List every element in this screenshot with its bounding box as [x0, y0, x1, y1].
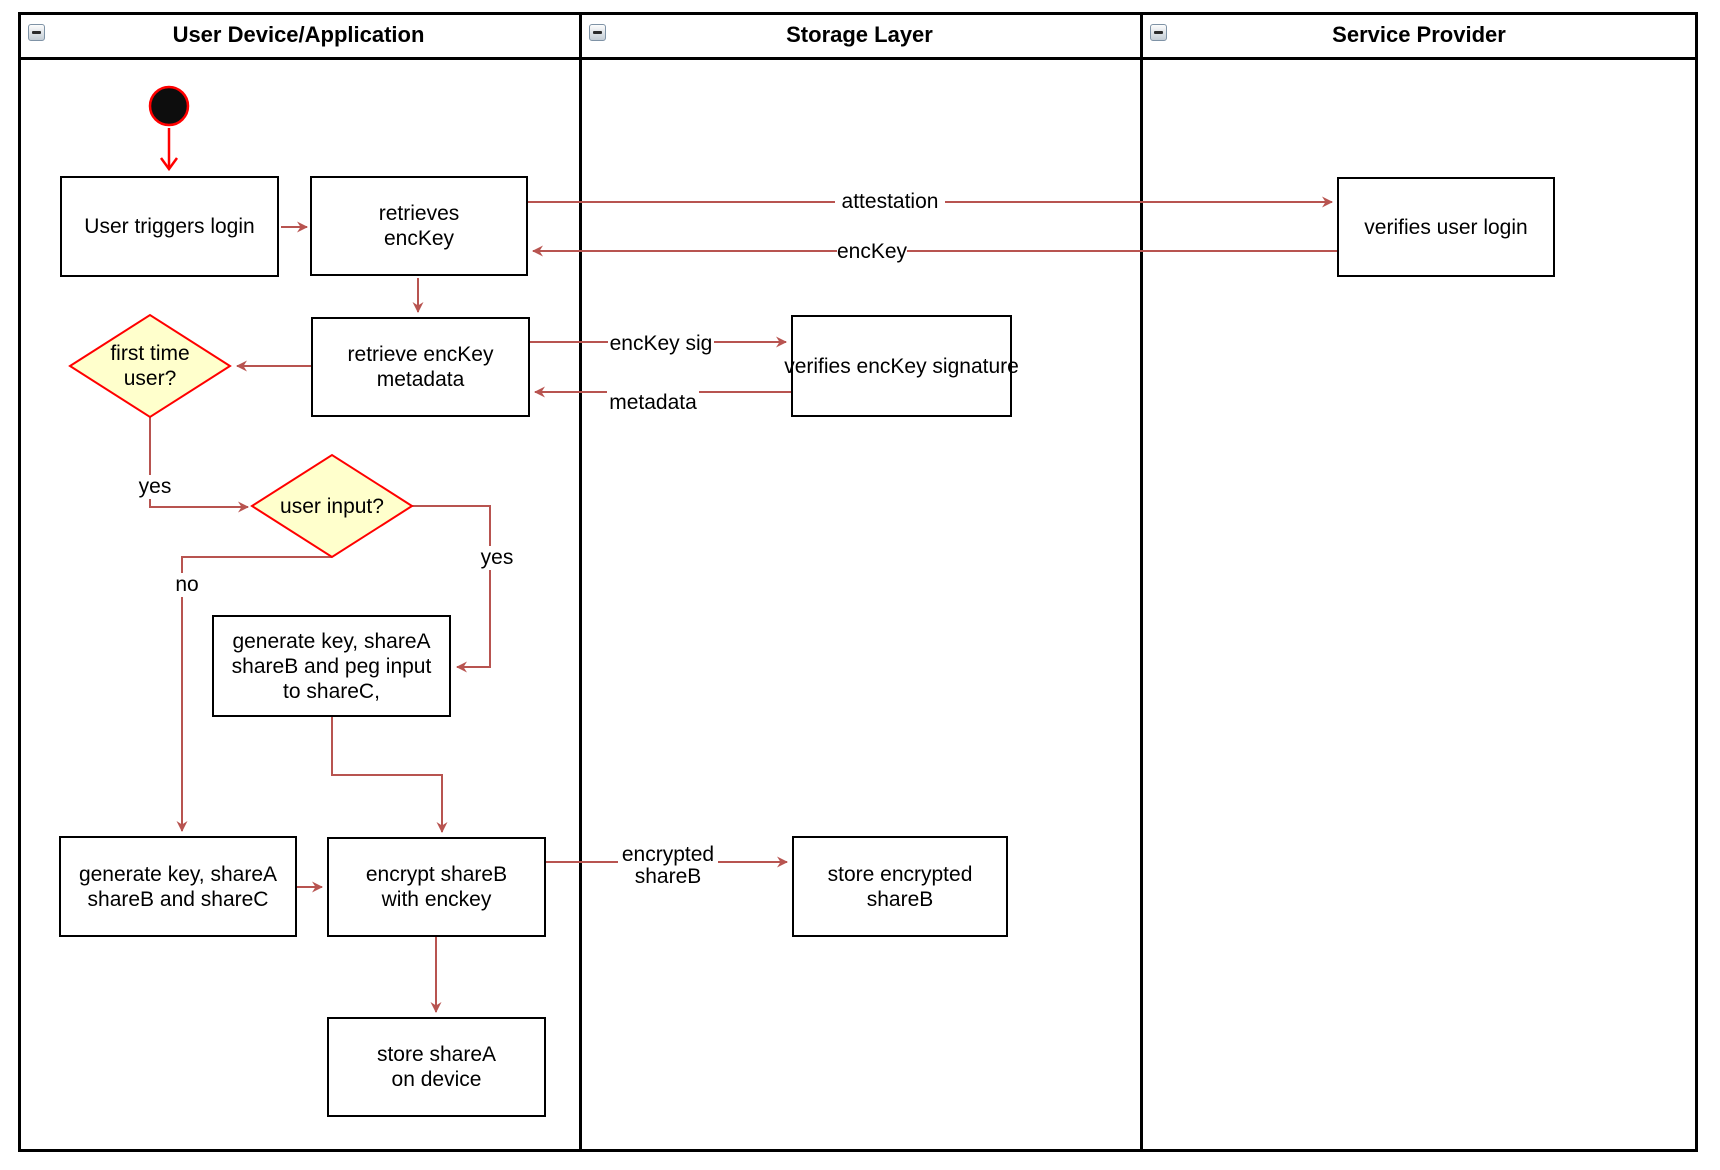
start-arrowhead-icon: [159, 157, 179, 172]
node-store-encrypted-shareb[interactable]: store encrypted shareB: [792, 836, 1008, 937]
collapse-lane-icon[interactable]: [1150, 24, 1167, 41]
edge-userinput-yes-to-peg: [412, 505, 491, 673]
collapse-lane-icon[interactable]: [28, 24, 45, 41]
edge-label-metadata: metadata: [607, 391, 699, 415]
edge-label-yes-user-input: yes: [477, 546, 517, 570]
decision-label-first-time-user: first time user?: [110, 342, 190, 390]
edge-firsttime-yes-to-userinput: [149, 417, 249, 513]
node-retrieve-enckey-metadata[interactable]: retrieve encKey metadata: [311, 317, 530, 417]
node-verifies-enckey-signature[interactable]: verifies encKey signature: [784, 315, 1019, 417]
minus-icon: [593, 31, 602, 34]
pool-header-underline: [18, 57, 1698, 60]
node-verifies-user-login[interactable]: verifies user login: [1337, 177, 1555, 277]
node-retrieves-enckey[interactable]: retrieves encKey: [310, 176, 528, 276]
node-generate-key-peg-input[interactable]: generate key, shareA shareB and peg inpu…: [212, 615, 451, 717]
collapse-lane-icon[interactable]: [589, 24, 606, 41]
decision-first-time-user[interactable]: [68, 313, 232, 419]
minus-icon: [32, 31, 41, 34]
lane-header-user-device: User Device/Application: [172, 21, 425, 47]
edge-label-no-user-input: no: [169, 573, 205, 597]
edge-userinput-no-to-generate: [176, 556, 332, 832]
edge-label-enckey: encKey: [836, 240, 908, 264]
node-encrypt-shareb[interactable]: encrypt shareB with enckey: [327, 837, 546, 937]
lane-divider-1: [579, 12, 582, 1152]
minus-icon: [1154, 31, 1163, 34]
edge-label-yes-first-time: yes: [135, 475, 175, 499]
node-store-sharea[interactable]: store shareA on device: [327, 1017, 546, 1117]
decision-user-input[interactable]: [250, 453, 414, 559]
edge-peg-to-encrypt: [331, 717, 448, 833]
decision-label-user-input: user input?: [280, 494, 384, 518]
edge-label-enckey-sig: encKey sig: [608, 332, 714, 356]
lane-header-service-provider: Service Provider: [1332, 21, 1506, 47]
lane-header-storage-layer: Storage Layer: [786, 21, 933, 47]
node-user-triggers-login[interactable]: User triggers login: [60, 176, 279, 277]
lane-divider-2: [1140, 12, 1143, 1152]
start-node[interactable]: [148, 85, 190, 127]
edge-label-attestation: attestation: [835, 190, 945, 214]
edge-label-encrypted-shareb: encrypted shareB: [618, 844, 718, 888]
node-generate-key-sharec[interactable]: generate key, shareA shareB and shareC: [59, 836, 297, 937]
